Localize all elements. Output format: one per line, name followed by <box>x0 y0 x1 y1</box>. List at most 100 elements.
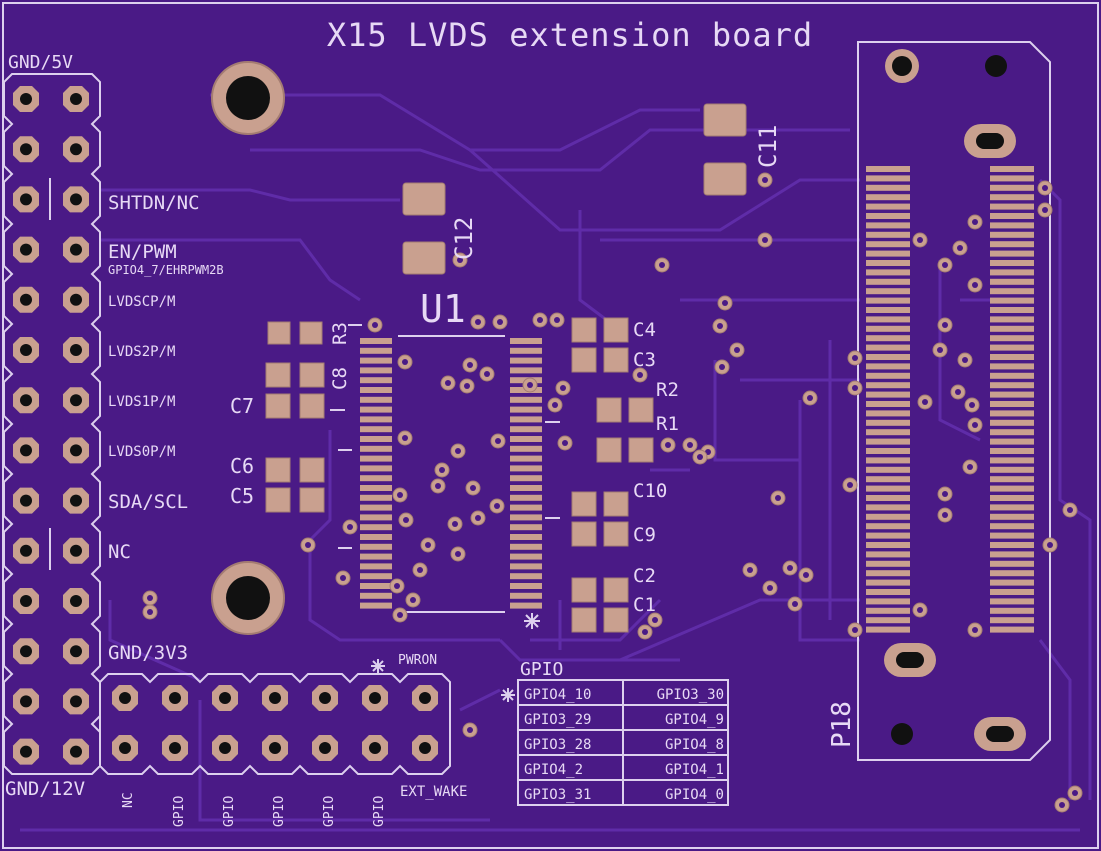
header-pin <box>13 337 39 363</box>
label-en-pwm: EN/PWM <box>108 241 177 263</box>
p18-pin <box>990 222 1034 229</box>
u1-pin <box>360 406 392 413</box>
p18-pin <box>866 184 910 191</box>
via-hole <box>659 262 665 268</box>
u1-pin <box>360 347 392 354</box>
header-pin <box>362 685 388 711</box>
header-pin <box>63 286 89 313</box>
via-hole <box>1067 507 1073 513</box>
via-hole <box>637 372 643 378</box>
label-sda-scl: SDA/SCL <box>108 491 188 513</box>
via-hole <box>457 257 463 263</box>
p18-pin <box>866 448 910 454</box>
p18-pin <box>866 419 910 426</box>
u1-pin <box>360 573 392 580</box>
c11-pad-a <box>703 103 747 137</box>
designator-p18: P18 <box>827 701 857 748</box>
u1-pin <box>510 583 542 589</box>
header-pin <box>13 437 39 464</box>
header-pin <box>13 688 39 715</box>
via-hole <box>762 237 768 243</box>
u1-pin <box>360 524 392 531</box>
designator-c2: C2 <box>633 565 656 587</box>
label-shtdn-nc: SHTDN/NC <box>108 192 200 214</box>
u1-pin <box>510 347 542 354</box>
via-hole <box>722 300 728 306</box>
p18-pin <box>990 278 1034 285</box>
gpio-table-title: GPIO <box>520 659 563 680</box>
designator-c8: C8 <box>329 367 351 390</box>
header-pin <box>362 735 388 761</box>
p18-pin <box>866 354 910 360</box>
c11-pad-b <box>703 162 747 196</box>
left-header-outline <box>3 73 101 775</box>
header-pin <box>13 638 39 665</box>
p18-pin <box>990 495 1034 501</box>
header-pin <box>63 387 89 414</box>
gpio-cell: GPIO3_28 <box>524 737 591 753</box>
p18-pin <box>866 589 910 595</box>
label-lvdscp: LVDSCP/M <box>108 294 175 310</box>
p18-pin <box>990 231 1034 238</box>
p18-pin <box>990 513 1034 520</box>
p18-pin <box>990 372 1034 379</box>
header-pin <box>262 685 288 711</box>
via-hole <box>762 177 768 183</box>
via-hole <box>852 627 858 633</box>
via-hole <box>807 395 813 401</box>
via-hole <box>347 524 353 530</box>
p18-pin <box>866 278 910 285</box>
via-hole <box>767 585 773 591</box>
u1-pin <box>510 543 542 550</box>
p18-pin <box>990 250 1034 257</box>
u1-pin <box>360 494 392 501</box>
header-pin <box>312 685 338 711</box>
u1-pin <box>510 396 542 403</box>
header-pin <box>13 738 39 765</box>
via-hole <box>957 245 963 251</box>
p18-pin <box>866 551 910 558</box>
label-gpio-ehrpwm: GPIO4_7/EHRPWM2B <box>108 263 224 277</box>
via-hole <box>1042 207 1048 213</box>
p18-pin <box>866 513 910 520</box>
label-gnd-3v3: GND/3V3 <box>108 642 188 664</box>
p18-pin <box>990 523 1034 530</box>
p18-pin <box>990 551 1034 558</box>
p18-pin <box>866 429 910 436</box>
via-hole <box>497 319 503 325</box>
p18-pin <box>990 466 1034 473</box>
u1-pin <box>510 563 542 570</box>
header-pin <box>63 688 89 715</box>
via-hole <box>552 402 558 408</box>
p18-pin <box>990 542 1034 548</box>
header-pin <box>13 86 39 112</box>
designator-c10: C10 <box>633 480 667 502</box>
u1-pin <box>360 455 392 462</box>
p18-pin <box>866 532 910 539</box>
u1-pin <box>510 475 542 482</box>
p18-pin <box>866 194 910 201</box>
p18-pin <box>990 457 1034 464</box>
via-hole <box>972 627 978 633</box>
p18-pin <box>866 213 910 219</box>
label-gnd-12v: GND/12V <box>5 778 85 800</box>
p18-pin <box>990 288 1034 295</box>
u1-pin <box>360 367 392 374</box>
u1-pin <box>510 338 542 344</box>
u1-pin <box>360 602 392 609</box>
designator-c4: C4 <box>633 319 656 341</box>
label-bottom-gpio-1: GPIO <box>172 796 187 827</box>
p18-pin <box>866 607 910 614</box>
pin1-markers <box>371 613 540 702</box>
p18-pins <box>866 166 1034 633</box>
p18-pin <box>990 410 1034 417</box>
p18-pin <box>866 241 910 248</box>
p18-pin <box>866 457 910 464</box>
via-hole <box>942 491 948 497</box>
p18-pin <box>990 485 1034 492</box>
via-hole <box>852 355 858 361</box>
designator-c7: C7 <box>230 394 254 418</box>
p18-pin <box>990 438 1034 445</box>
via-hole <box>467 727 473 733</box>
header-pin <box>212 685 238 711</box>
